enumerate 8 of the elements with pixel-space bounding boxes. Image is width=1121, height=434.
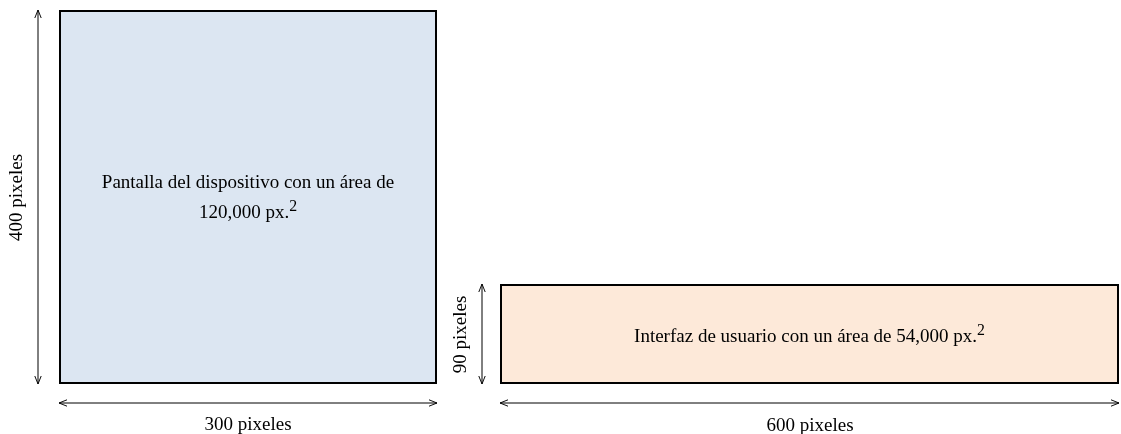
- dimension-label: 400 pixeles: [6, 153, 26, 241]
- area-text: Pantalla del dispositivo con un área de 120,000 px.$^{2}$: [100, 170, 396, 225]
- interface-rectangle: [500, 284, 1119, 384]
- screen-rectangle: [59, 10, 437, 384]
- dimension-label: 600 pixeles: [766, 414, 854, 434]
- area-text: Interfaz de usuario con un área de 54,000 px.$^{2}$: [633, 320, 986, 349]
- dimension-label: 300 pixeles: [204, 413, 292, 433]
- dimension-label: 90 pixeles: [450, 295, 470, 373]
